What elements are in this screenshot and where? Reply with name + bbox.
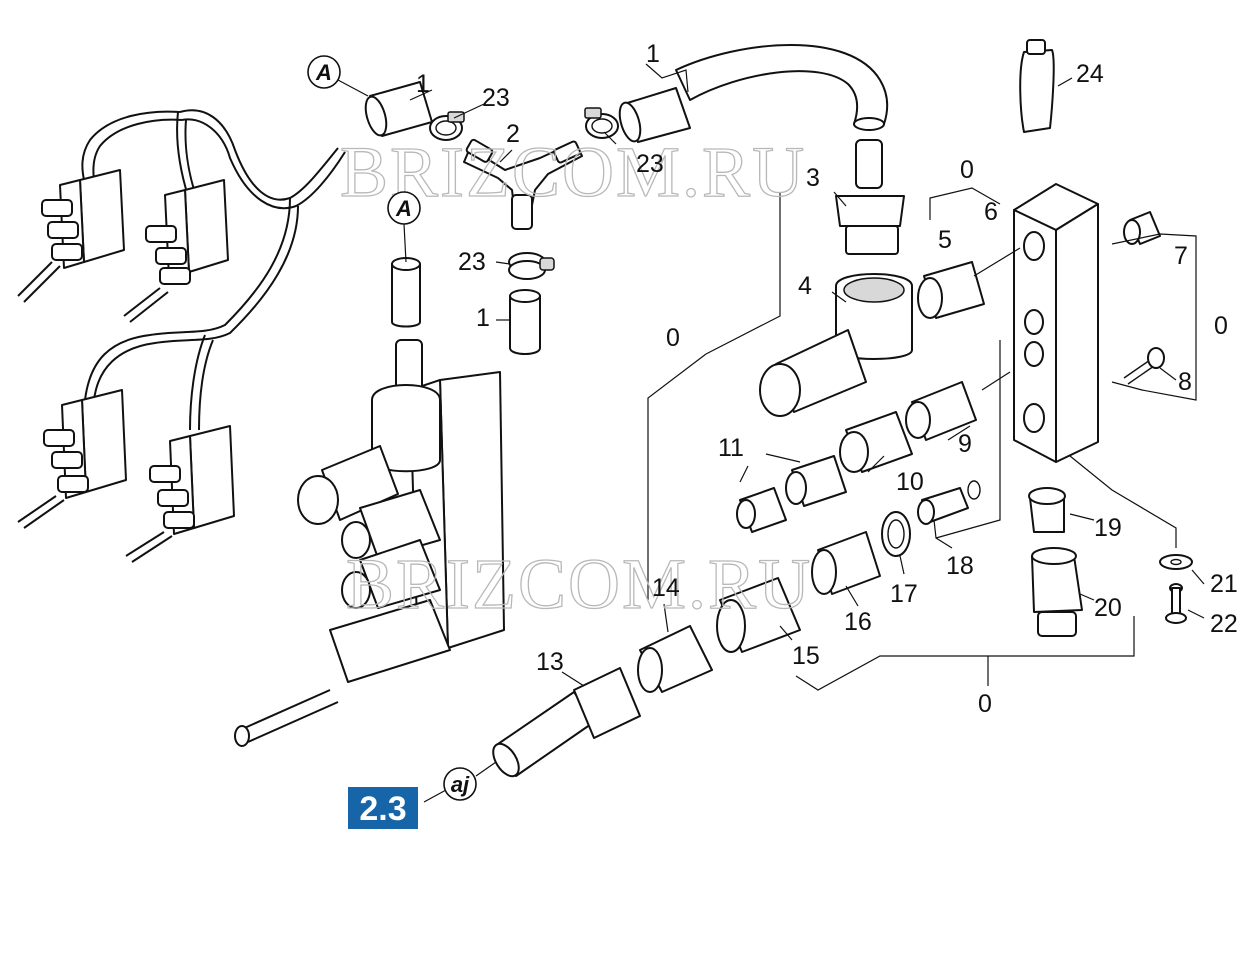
callout-6: 6 [984,198,998,226]
callout-3: 3 [806,164,820,192]
nipple-11 [736,455,847,533]
distribution-hose-assembly [17,109,346,563]
washer-21 [1159,554,1193,570]
svg-text:A: A [315,60,332,85]
hose-piece-A [391,257,421,328]
callout-5: 5 [938,226,952,254]
callout-0: 0 [960,156,974,184]
svg-text:A: A [395,196,412,221]
callout-23: 23 [636,150,664,178]
hose-clamp-23 [429,111,465,141]
callout-13: 13 [536,648,564,676]
callout-9: 9 [958,430,972,458]
callout-1: 1 [476,304,490,332]
callout-10: 10 [896,468,924,496]
nipple-9 [905,381,977,441]
hose-clamp-23 [584,107,619,139]
nipple-20 [1031,547,1083,637]
curved-hose-1 [675,44,889,131]
screw-22 [1165,583,1187,624]
sleeve-15 [716,577,801,653]
hose-13 [492,667,641,778]
hose-nipple-3 [835,139,905,255]
callout-2: 2 [506,120,520,148]
callout-14: 14 [652,574,680,602]
nipple-14 [637,625,713,693]
mini-manifold [123,179,229,323]
nut-10 [839,411,913,473]
callout-0: 0 [978,690,992,718]
callout-22: 22 [1210,610,1238,638]
callout-19: 19 [1094,514,1122,542]
hose-clamp-23 [508,252,555,280]
callout-1: 1 [416,70,430,98]
elbow-4 [759,273,913,417]
callout-labels: 1 23 2 1 23 3 24 0 6 5 7 0 23 4 1 0 8 9 … [416,40,1238,718]
section-badge: 2.3 [348,787,418,829]
mini-manifold [17,169,125,303]
svg-text:aj: aj [451,772,470,797]
nozzle-18 [917,480,981,525]
o-ring-17 [881,511,911,557]
hose-piece-1-right [618,87,691,143]
svg-text:2.3: 2.3 [359,790,406,828]
assembled-pump-manifold [234,339,505,747]
nipple-5 [917,261,985,319]
callout-0: 0 [666,324,680,352]
callout-11: 11 [718,434,744,462]
callout-16: 16 [844,608,872,636]
callout-1: 1 [646,40,660,68]
screw-8 [1123,347,1165,385]
callout-4: 4 [798,272,812,300]
hose-piece-1-vertical [509,289,541,355]
plug-7 [1123,211,1161,245]
callout-17: 17 [890,580,918,608]
watermark-middle: BRIZCOM.RU [346,544,812,624]
callout-8: 8 [1178,368,1192,396]
mini-manifold [17,389,127,529]
insert-19 [1028,487,1066,533]
callout-7: 7 [1174,242,1188,270]
mini-manifold [125,425,235,563]
y-connector-2 [463,138,583,230]
callout-23: 23 [458,248,486,276]
callout-21: 21 [1210,570,1238,598]
ref-circle-A-middle: A [387,191,421,225]
callout-15: 15 [792,642,820,670]
callout-0: 0 [1214,312,1228,340]
leader-lines [337,63,1205,803]
ref-circle-aj: aj [443,767,477,801]
callout-18: 18 [946,552,974,580]
nipple-16 [811,531,881,595]
tube-24 [1019,39,1055,133]
callout-20: 20 [1094,594,1122,622]
manifold-block-6 [1013,183,1099,463]
callout-24: 24 [1076,60,1104,88]
ref-circle-A-top: A [307,55,341,89]
callout-23: 23 [482,84,510,112]
